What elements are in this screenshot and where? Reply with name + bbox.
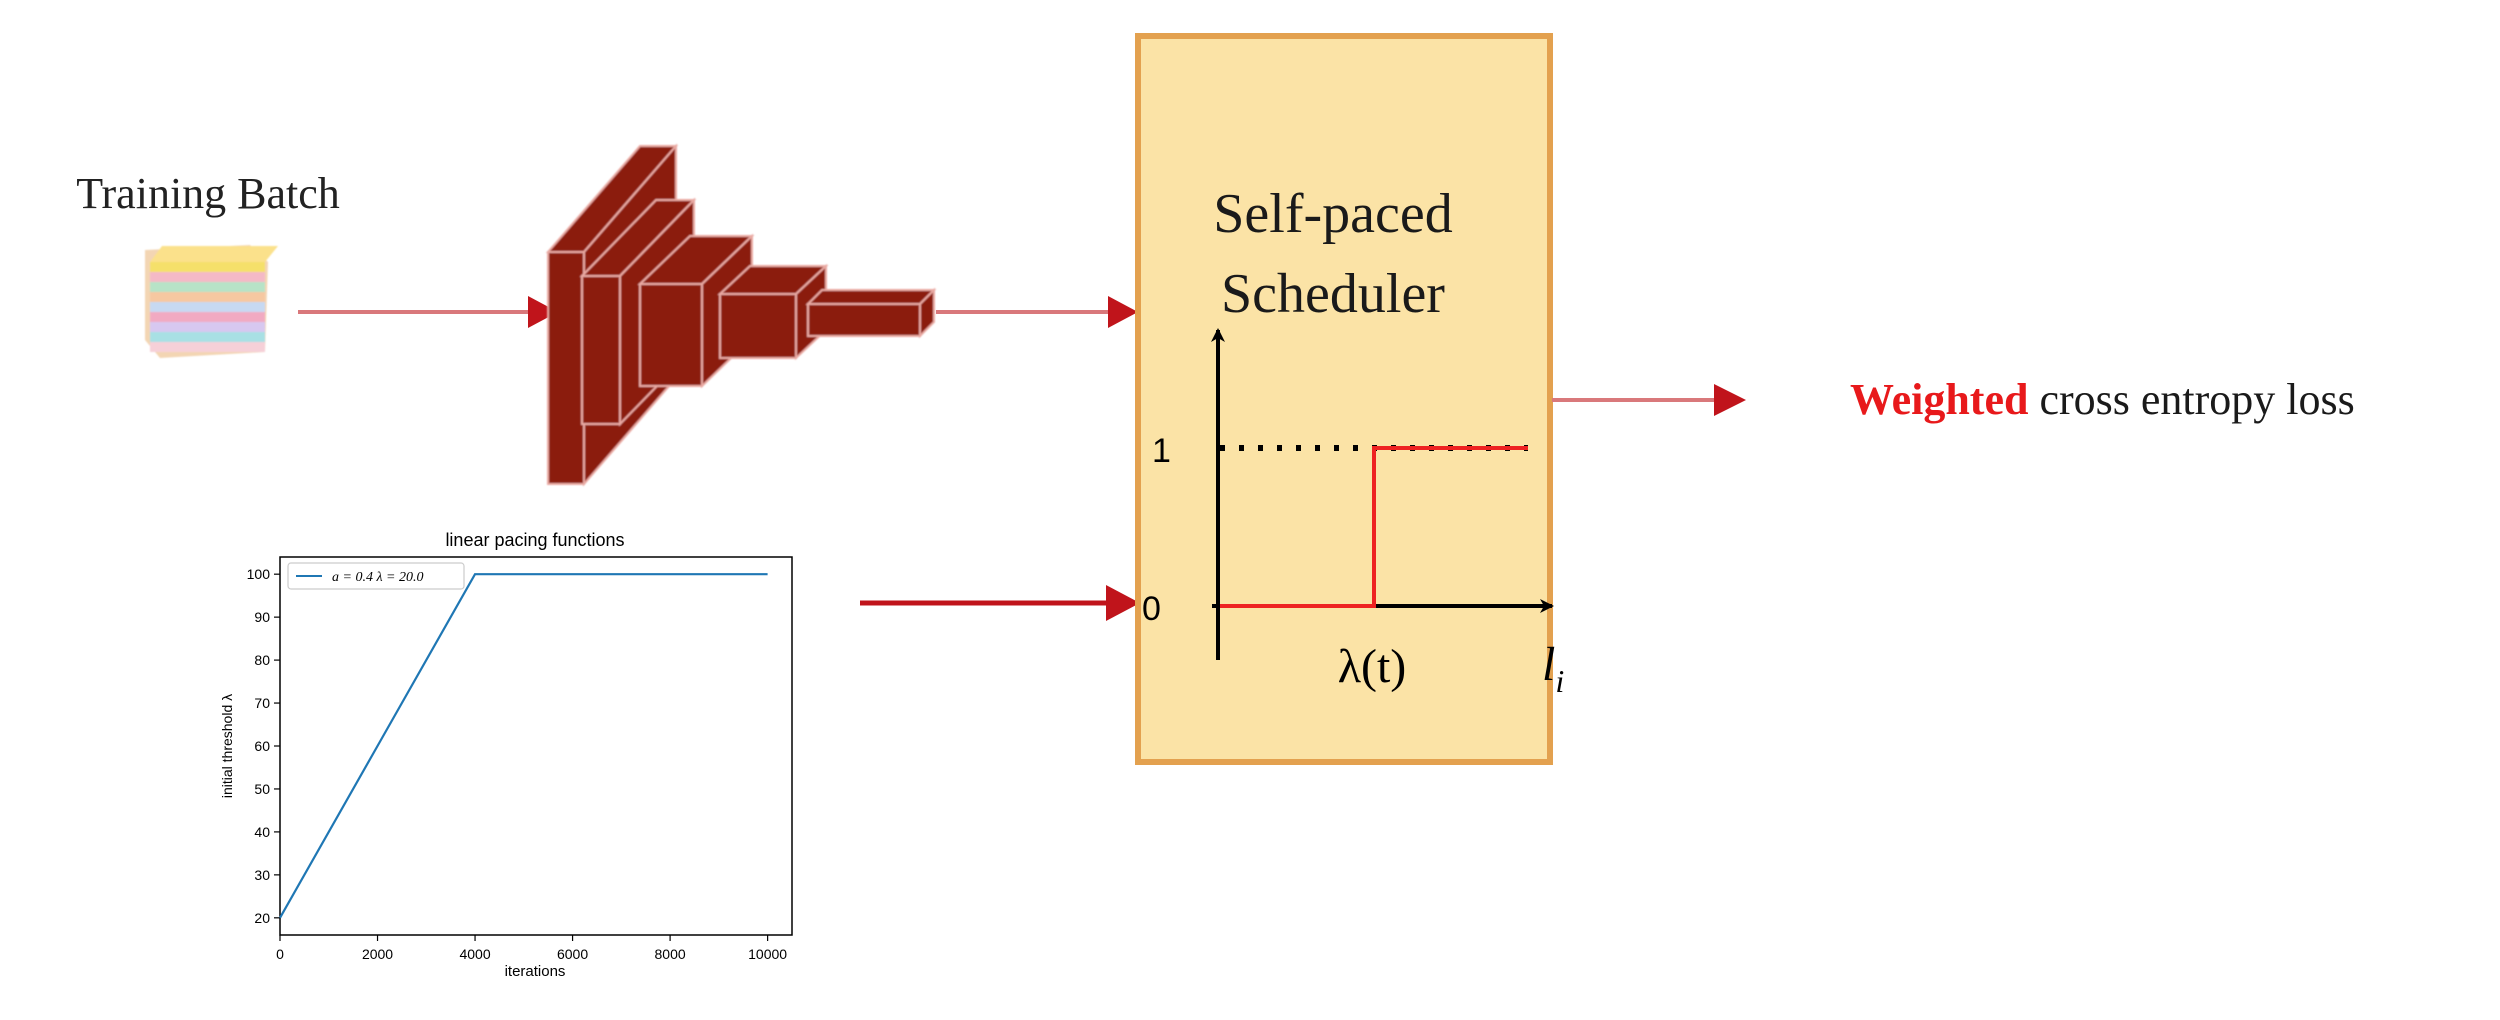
chart-x-tick-label: 4000 [459, 946, 490, 962]
chart-x-tick-label: 6000 [557, 946, 588, 962]
step-function-line [1220, 446, 1528, 608]
arrowhead-batch-to-cnn [528, 296, 558, 328]
chart-y-axis-label: initial threshold λ [219, 694, 235, 798]
output-rest-text: cross entropy loss [2028, 375, 2354, 424]
chart-x-tick-label: 8000 [655, 946, 686, 962]
pacing-function-chart: linear pacing functions 0 2000 4000 6000 800… [219, 530, 793, 980]
chart-y-tick-label: 60 [254, 738, 270, 754]
chart-x-axis-label: iterations [505, 963, 566, 980]
output-label: Weighted cross entropy loss [1850, 375, 2355, 424]
arrowhead-cnn-to-scheduler [1108, 296, 1138, 328]
step-plot-tick-zero: 0 [1142, 590, 1161, 628]
arrowhead-pacing-to-scheduler [1106, 585, 1140, 621]
scheduler-box [1135, 33, 1553, 765]
chart-x-tick-label: 0 [276, 946, 284, 962]
chart-y-tick-label: 90 [254, 609, 270, 625]
chart-y-tick-label: 20 [254, 910, 270, 926]
scheduler-title-line1: Self-paced [1213, 183, 1452, 245]
chart-legend-box [287, 562, 465, 590]
chart-ticks: 0 2000 4000 6000 8000 10000 20 30 40 50 60 70 80 90 10… [247, 566, 788, 962]
chart-y-tick-label: 100 [247, 566, 271, 582]
arrowhead-scheduler-to-output [1714, 384, 1746, 416]
chart-x-tick-label: 2000 [362, 946, 393, 962]
chart-y-tick-label: 80 [254, 652, 270, 668]
chart-series-line [279, 573, 768, 919]
training-batch-label: Training Batch [76, 169, 340, 218]
step-plot-tick-one: 1 [1152, 432, 1171, 470]
step-plot-lambda-label: λ(t) [1338, 640, 1407, 693]
step-plot-li-label: li [1542, 638, 1564, 699]
chart-title: linear pacing functions [445, 530, 624, 550]
training-batch-stack-icon [145, 245, 278, 358]
chart-y-tick-label: 40 [254, 824, 270, 840]
scheduler-title-line2: Scheduler [1221, 263, 1445, 325]
chart-series-group [279, 573, 768, 919]
chart-legend-text: a = 0.4 λ = 20.0 [332, 570, 423, 585]
chart-plot-frame [279, 556, 793, 936]
chart-y-tick-label: 30 [254, 867, 270, 883]
output-highlight-word: Weighted [1850, 375, 2028, 424]
chart-y-tick-label: 70 [254, 695, 270, 711]
step-function-plot: 1 0 λ(t) li [1142, 328, 1564, 699]
cnn-network-icon [545, 143, 937, 487]
chart-y-tick-label: 50 [254, 781, 270, 797]
chart-x-tick-label: 10000 [748, 946, 787, 962]
